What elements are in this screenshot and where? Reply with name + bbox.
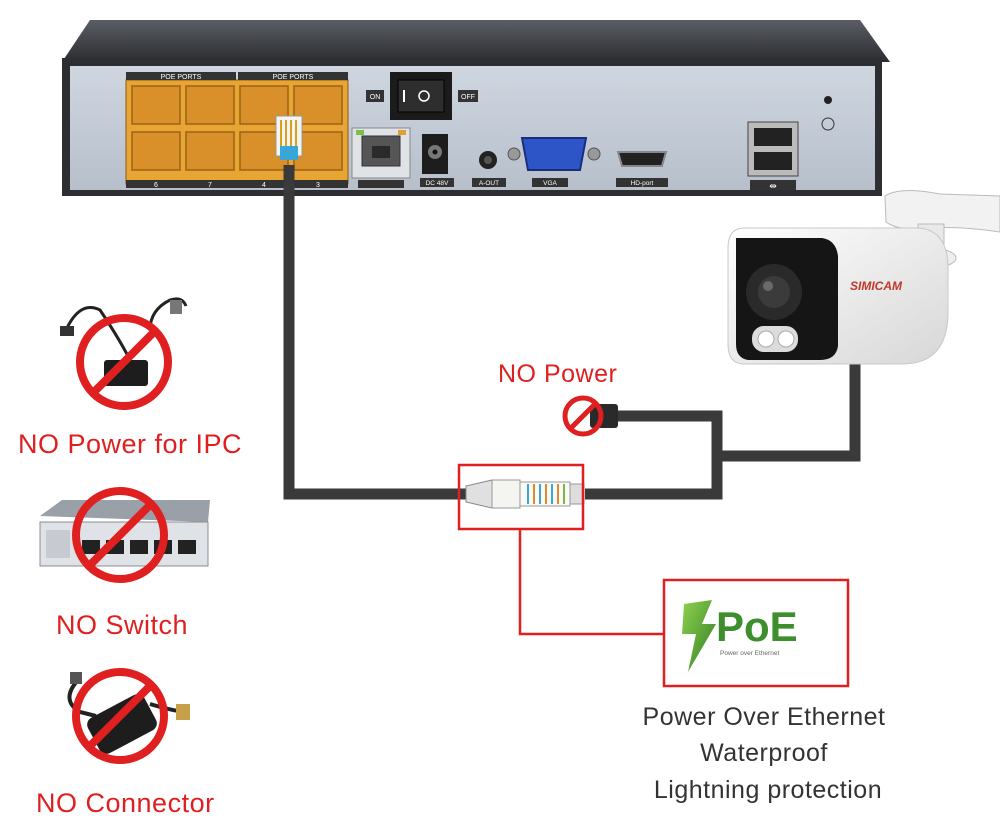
switch-on-label: ON xyxy=(370,94,381,101)
aout-label: A-OUT xyxy=(479,180,499,187)
rj45-plug-top xyxy=(275,115,303,160)
feature-poe: Power Over Ethernet xyxy=(642,703,886,731)
poe-logo: PoE Power over Ethernet xyxy=(662,578,850,688)
lan-port xyxy=(351,127,411,188)
hdport-label: HD-port xyxy=(631,180,654,187)
reset-hole xyxy=(824,96,832,104)
ground-icon xyxy=(821,117,835,131)
dc-plug xyxy=(590,404,618,428)
poe-splitter-prohibited xyxy=(67,668,190,764)
no-connector-label: NO Connector xyxy=(36,788,215,818)
lightning-bolt-icon xyxy=(682,600,716,672)
nvr-recorder: POE PORTS POE PORTS 6 7 4 3 ON OFF xyxy=(62,20,890,196)
feature-lightning: Lightning protection xyxy=(653,776,883,804)
poe-ports-label-right: POE PORTS xyxy=(273,74,314,81)
port-number: 7 xyxy=(208,182,212,189)
port-number: 4 xyxy=(262,182,266,189)
port-number: 3 xyxy=(316,182,320,189)
no-power-label: NO Power xyxy=(498,360,618,388)
prohibit-icon xyxy=(562,395,604,437)
poe-injector-prohibited xyxy=(60,297,188,410)
rj45-plug-center xyxy=(465,479,585,509)
poe-logo-main: PoE xyxy=(716,603,798,650)
camera-brand: SIMICAM xyxy=(850,279,903,293)
no-switch-label: NO Switch xyxy=(56,610,189,640)
power-switch: ON OFF xyxy=(366,72,478,120)
bullet-camera: SIMICAM xyxy=(727,190,1000,365)
hdmi-port: HD-port xyxy=(616,151,668,187)
poe-ports: POE PORTS POE PORTS 6 7 4 3 xyxy=(125,72,349,189)
ethernet-cable xyxy=(283,165,861,500)
switch-off-label: OFF xyxy=(461,94,475,101)
dc-label: DC 48V xyxy=(426,180,449,187)
usb-port: ⇹ xyxy=(747,121,799,191)
feature-waterproof: Waterproof xyxy=(700,739,828,767)
poe-ports-label-left: POE PORTS xyxy=(161,74,202,81)
network-switch-prohibited xyxy=(39,487,210,583)
no-power-ipc-label: NO Power for IPC xyxy=(18,429,243,459)
vga-label: VGA xyxy=(543,180,557,187)
port-number: 6 xyxy=(154,182,158,189)
poe-logo-sub: Power over Ethernet xyxy=(720,650,779,657)
usb-icon: ⇹ xyxy=(769,181,777,191)
dc-power-jack: DC 48V xyxy=(420,134,454,187)
audio-out-port: A-OUT xyxy=(472,151,506,187)
connector-highlight xyxy=(457,463,664,636)
vga-port: VGA xyxy=(507,137,601,187)
